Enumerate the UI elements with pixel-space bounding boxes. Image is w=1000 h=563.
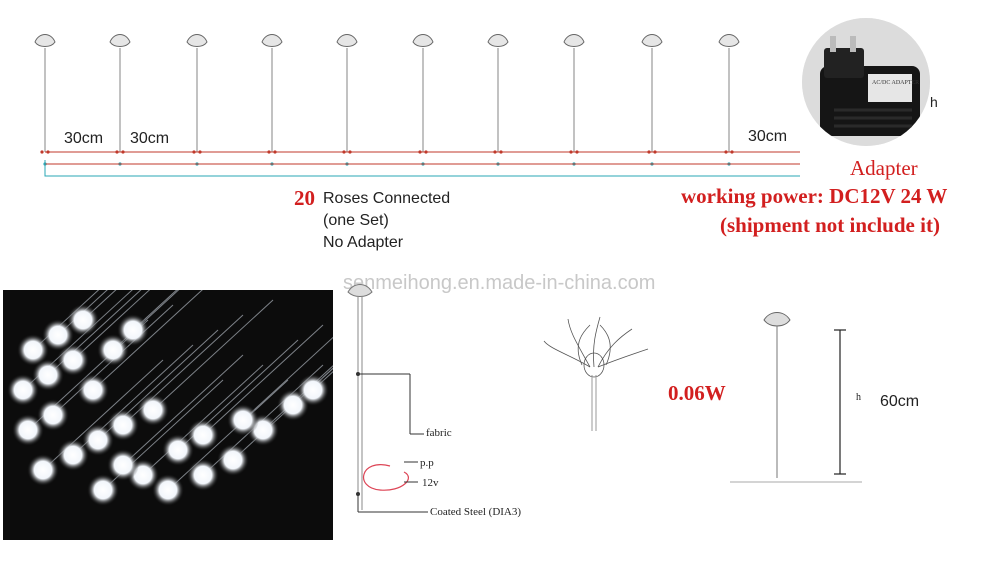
glowing-rose [87,474,119,506]
glowing-rose [32,359,64,391]
glowing-rose [77,374,109,406]
flower-power: 0.06W [668,381,726,405]
structure-label-pp: p.p [420,457,434,469]
glowing-rose [57,439,89,471]
rose-stem [109,34,131,166]
h-label: h [856,392,861,403]
glowing-roses-image [7,290,333,506]
flower-drawing [543,316,649,431]
glowing-rose [12,414,44,446]
glowing-rose [152,474,184,506]
height-value: 60cm [880,393,920,410]
adapter-power: working power: DC12V 24 W [681,184,948,208]
adapter-photo: AC/DC ADAPTER [802,18,930,146]
connected-text: Roses Connected [323,190,451,207]
adapter-icon: AC/DC ADAPTER [802,18,930,146]
glowing-rose [107,409,139,441]
glowing-rose [97,334,129,366]
structure-label-12v: 12v [422,477,439,489]
lit-roses-photo [3,290,333,540]
glowing-rose [67,304,99,336]
structure-diagram: fabric p.p 12v Coated Steel (DIA3) [347,284,521,518]
glowing-rose [117,314,149,346]
spacing-label-1: 30cm [64,130,104,147]
glowing-rose [162,434,194,466]
height-diagram [730,312,862,483]
rose-stem [261,34,283,166]
set-text: (one Set) [323,212,389,229]
glowing-rose [17,334,49,366]
spacing-label-3: 30cm [748,128,788,145]
rose-stem [336,34,358,166]
rose-stem [412,34,434,166]
glowing-rose [187,419,219,451]
glowing-rose [27,454,59,486]
rose-stem [34,34,56,166]
structure-label-fabric: fabric [426,427,452,439]
rose-stem [186,34,208,166]
glowing-rose [137,394,169,426]
cyan-wire [44,160,800,177]
glowing-rose [7,374,39,406]
rose-stem [563,34,585,166]
glowing-rose [187,459,219,491]
spacing-label-2: 30cm [130,130,170,147]
glowing-rose [107,449,139,481]
adapter-cutoff-letter: h [930,94,938,110]
watermark: senmeihong.en.made-in-china.com [343,272,656,294]
no-adapter-text: No Adapter [323,234,404,251]
structure-label-steel: Coated Steel (DIA3) [430,506,521,518]
rose-count: 20 [294,186,315,210]
rose-stem [718,34,740,166]
adapter-label: AC/DC ADAPTER [872,80,919,86]
adapter-shipment-note: (shipment not include it) [720,213,940,237]
glowing-rose [42,319,74,351]
glowing-rose [57,344,89,376]
glowing-rose [82,424,114,456]
glowing-rose [297,374,329,406]
glowing-rose [37,399,69,431]
adapter-title: Adapter [850,156,918,180]
red-wire [45,151,800,165]
glowing-rose [217,444,249,476]
rose-stem [641,34,663,166]
connection-diagram [34,34,800,177]
glowing-rose [227,404,259,436]
rose-stem [487,34,509,166]
